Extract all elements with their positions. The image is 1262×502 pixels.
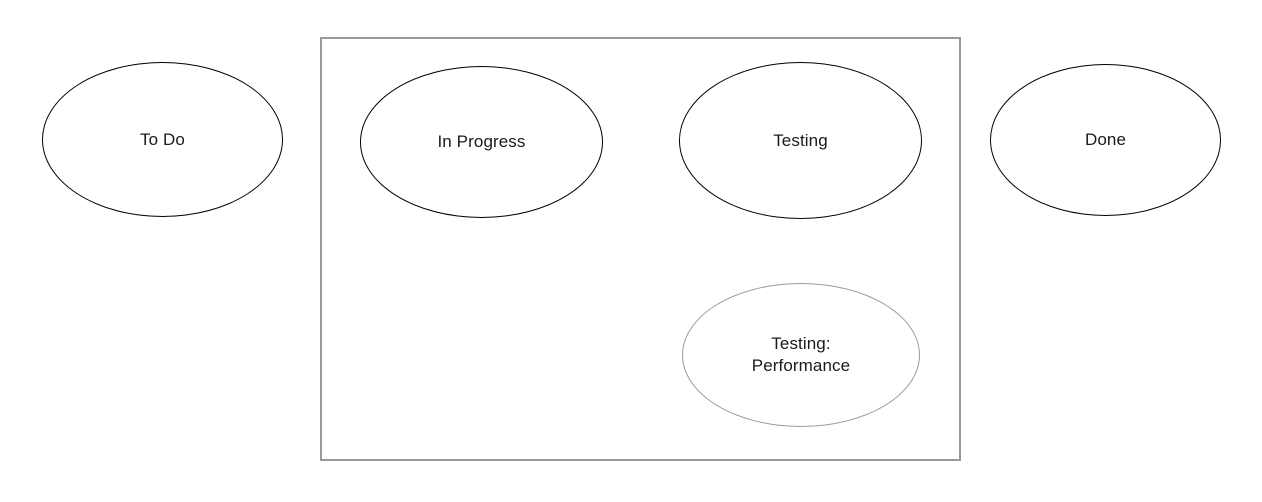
node-to-do-label: To Do — [140, 129, 185, 149]
node-testing-performance[interactable]: Testing: Performance — [682, 283, 920, 427]
board-group-container[interactable] — [320, 37, 961, 461]
node-done[interactable]: Done — [990, 64, 1221, 216]
node-testing-performance-label: Testing: Performance — [751, 334, 851, 375]
node-testing-label: Testing — [773, 130, 828, 150]
node-testing[interactable]: Testing — [679, 62, 922, 219]
node-in-progress-label: In Progress — [437, 132, 526, 152]
node-to-do[interactable]: To Do — [42, 62, 283, 217]
node-in-progress[interactable]: In Progress — [360, 66, 603, 218]
node-done-label: Done — [1084, 130, 1127, 150]
